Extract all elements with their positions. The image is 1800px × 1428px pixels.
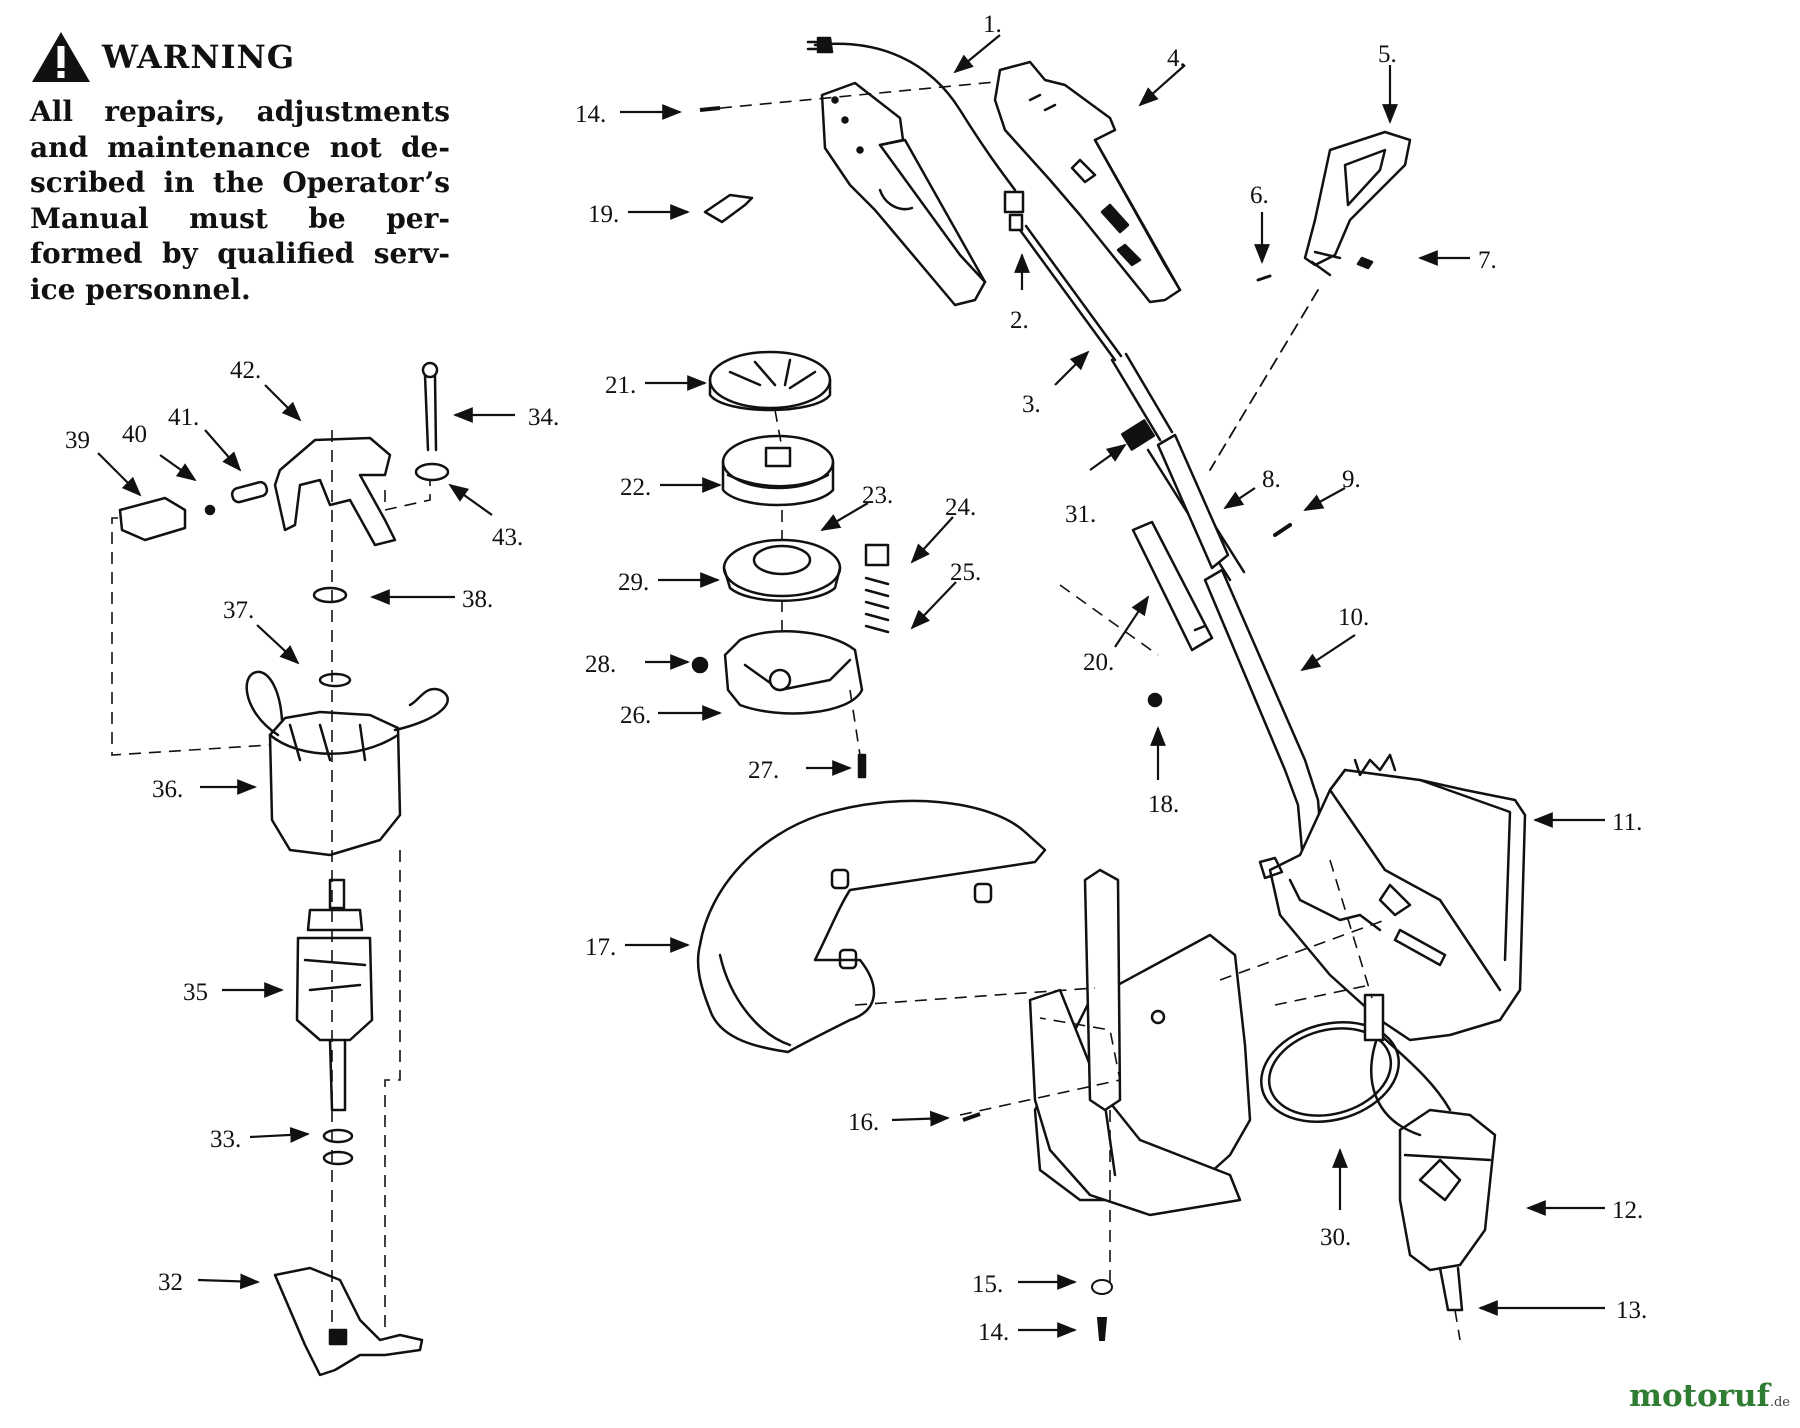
spool-housing xyxy=(723,630,864,715)
warning-line: formed by qualified serv- xyxy=(30,237,450,270)
warning-triangle-icon xyxy=(32,32,90,82)
line-spool xyxy=(721,434,835,507)
callout-label: 22. xyxy=(620,474,651,501)
callout-label: 8. xyxy=(1262,466,1281,493)
callout-label: 38. xyxy=(462,586,493,613)
motor-bracket-base xyxy=(273,1266,424,1377)
callout-label: 13. xyxy=(1616,1297,1647,1324)
callout-label: 11. xyxy=(1612,809,1642,836)
callout-label: 14. xyxy=(575,101,606,128)
thrust-washer-lower xyxy=(322,1150,354,1166)
motor-field xyxy=(245,670,449,857)
callout-label: 27. xyxy=(748,757,779,784)
callout-label: 34. xyxy=(528,404,559,431)
handle-left-half xyxy=(820,81,987,307)
cutting-line-ring xyxy=(1260,1020,1400,1124)
shaft-coupler-half xyxy=(1131,520,1214,652)
handle-screw xyxy=(1256,256,1374,282)
callout-label: 28. xyxy=(585,651,616,678)
watermark-text: motoruf xyxy=(1629,1378,1770,1414)
power-cord xyxy=(806,36,1017,192)
callout-label: 35 xyxy=(183,979,208,1006)
aux-handle-guide-line xyxy=(1209,289,1319,471)
callout-label: 7. xyxy=(1478,247,1497,274)
callout-label: 14. xyxy=(978,1319,1009,1346)
callout-label: 40 xyxy=(122,421,147,448)
callout-label: 42. xyxy=(230,357,261,384)
auxiliary-handle xyxy=(1303,130,1412,277)
warning-line: and maintenance not de- xyxy=(30,130,450,164)
callout-label: 41. xyxy=(168,404,199,431)
cutting-line-ring-inner xyxy=(1267,1027,1393,1117)
lower-shaft-tube xyxy=(1203,568,1324,852)
warning-line: ice personnel. xyxy=(30,272,251,306)
callout-label: 26. xyxy=(620,702,651,729)
grass-guard xyxy=(696,799,1047,1054)
callout-label: 23. xyxy=(862,482,893,509)
callout-label: 12. xyxy=(1612,1197,1643,1224)
handle-right-half xyxy=(993,60,1182,304)
brush-holder xyxy=(118,480,269,542)
drive-motor xyxy=(1363,993,1497,1312)
callout-label: 39 xyxy=(65,427,90,454)
callout-label: 20. xyxy=(1083,649,1114,676)
warning-line: scribed in the Operator’s xyxy=(30,166,450,199)
callout-label: 3. xyxy=(1022,391,1041,418)
callout-label: 43. xyxy=(492,524,523,551)
callout-label: 10. xyxy=(1338,604,1369,631)
callout-label: 30. xyxy=(1320,1224,1351,1251)
motor-housing xyxy=(1258,753,1527,1042)
callout-label: 2. xyxy=(1010,307,1029,334)
callout-label: 4. xyxy=(1167,45,1186,72)
callout-label: 16. xyxy=(848,1109,879,1136)
shaft-screw xyxy=(1147,523,1292,708)
bearing-washer-top xyxy=(312,586,348,604)
leader-arrows xyxy=(97,34,1605,1338)
shaft-coupler-top xyxy=(1156,433,1230,570)
motor-end-bracket xyxy=(273,436,397,547)
watermark-suffix: .de xyxy=(1769,1395,1790,1410)
warning-header: WARNING xyxy=(30,28,450,86)
cord-clip xyxy=(703,193,754,224)
armature xyxy=(295,878,374,1112)
callout-label: 36. xyxy=(152,776,183,803)
callout-label: 37. xyxy=(223,597,254,624)
warning-line: All repairs, adjustments xyxy=(30,95,450,128)
callout-label: 18. xyxy=(1148,791,1179,818)
callout-label: 15. xyxy=(972,1271,1003,1298)
callout-label: 9. xyxy=(1342,466,1361,493)
cord-strain-relief xyxy=(1003,190,1025,232)
spool-hub xyxy=(722,538,842,602)
callout-label: 6. xyxy=(1250,182,1269,209)
spool-cover xyxy=(708,350,832,412)
warning-title: WARNING xyxy=(102,38,296,76)
callout-label: 19. xyxy=(588,201,619,228)
callout-label: 24. xyxy=(945,494,976,521)
callout-label: 5. xyxy=(1378,41,1397,68)
bump-knob-spring xyxy=(691,543,890,779)
callout-label: 33. xyxy=(210,1126,241,1153)
watermark: motoruf.de xyxy=(1629,1378,1790,1414)
callout-label: 31. xyxy=(1065,501,1096,528)
thrust-washer xyxy=(322,1128,354,1144)
bearing-washer xyxy=(318,672,352,688)
long-bolt xyxy=(414,361,450,482)
callout-label: 1. xyxy=(983,11,1002,38)
callout-label: 17. xyxy=(585,934,616,961)
bottom-screws xyxy=(699,106,1113,1341)
callout-label: 32 xyxy=(158,1269,183,1296)
warning-text: All repairs, adjustments and maintenance… xyxy=(30,94,450,307)
lower-guard xyxy=(1028,868,1252,1217)
warning-line: Manual must be per- xyxy=(30,201,450,235)
callout-label: 25. xyxy=(950,559,981,586)
callout-label: 21. xyxy=(605,372,636,399)
callout-label: 29. xyxy=(618,569,649,596)
construction-lines xyxy=(111,81,1461,1341)
warning-notice: WARNING All repairs, adjustments and mai… xyxy=(30,28,450,307)
part-labels: 1. 2. 3. 4. 5. 6. 7. 8. 9. 10. 11. 12. 1… xyxy=(65,11,1647,1346)
